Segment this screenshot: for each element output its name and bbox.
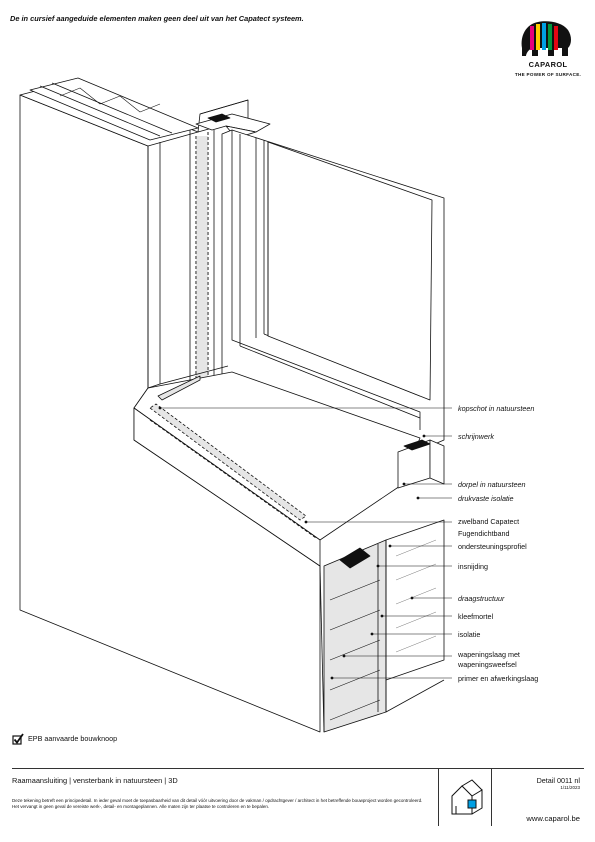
elephant-logo-icon xyxy=(521,21,571,56)
website-url: www.caparol.be xyxy=(526,814,580,823)
footer: Raamaansluiting | vensterbank in natuurs… xyxy=(12,768,584,828)
caparol-logo: CAPAROL THE POWER OF SURFACE. xyxy=(508,18,588,84)
label-wapeningsweefsel: wapeningsweefsel xyxy=(458,660,517,669)
disclaimer-note: De in cursief aangeduide elementen maken… xyxy=(10,14,304,23)
drawing-title: Raamaansluiting | vensterbank in natuurs… xyxy=(12,776,178,785)
label-fugendichtband: Fugendichtband xyxy=(458,529,510,538)
logo-stripe xyxy=(530,26,534,50)
reveal-insulation xyxy=(196,136,208,396)
sill-drip xyxy=(149,419,317,539)
logo-stripe xyxy=(536,24,540,50)
epb-badge: EPB aanvaarde bouwknoop xyxy=(12,733,212,745)
logo-stripe xyxy=(554,26,558,50)
threshold-stone-side xyxy=(429,439,445,485)
logo-stripe xyxy=(542,23,546,50)
house-icon xyxy=(451,779,483,815)
label-ondersteuningsprofiel: ondersteuningsprofiel xyxy=(458,542,527,551)
label-zwelband: zwelband Capatect xyxy=(458,517,520,526)
drawing-description: Deze tekening betreft een principedetail… xyxy=(12,798,423,810)
label-kleefmortel: kleefmortel xyxy=(458,612,494,621)
leader-dots xyxy=(158,406,426,680)
label-isolatie: isolatie xyxy=(458,630,481,639)
lower-insulation xyxy=(323,539,387,733)
logo-stripe xyxy=(548,24,552,50)
footer-divider xyxy=(12,768,584,769)
insulation-hatch-top xyxy=(59,87,161,113)
brand-name: CAPAROL xyxy=(528,60,568,69)
label-drukvaste-isolatie: drukvaste isolatie xyxy=(458,494,514,503)
structure-hatch xyxy=(395,539,437,653)
label-wapeningslaag: wapeningslaag met xyxy=(458,650,520,659)
label-kopschot: kopschot in natuursteen xyxy=(458,404,535,413)
label-draagstructuur: draagstructuur xyxy=(458,594,505,603)
footer-separator xyxy=(491,768,492,826)
sill-insulation xyxy=(149,403,307,521)
detail-date: 1/11/2023 xyxy=(560,785,580,790)
label-schrijnwerk: schrijnwerk xyxy=(458,432,494,441)
detail-number: Detail 0011 nl xyxy=(536,776,580,785)
label-insnijding: insnijding xyxy=(458,562,488,571)
label-dorpel: dorpel in natuursteen xyxy=(458,480,526,489)
brand-tagline: THE POWER OF SURFACE. xyxy=(514,72,582,77)
insulation-hatch xyxy=(329,579,381,721)
checkbox-checked-icon xyxy=(12,733,24,745)
footer-separator xyxy=(438,768,439,826)
epb-text: EPB aanvaarde bouwknoop xyxy=(28,734,118,743)
label-primer-afwerkingslaag: primer en afwerkingslaag xyxy=(458,674,539,683)
leader-lines xyxy=(160,407,452,679)
